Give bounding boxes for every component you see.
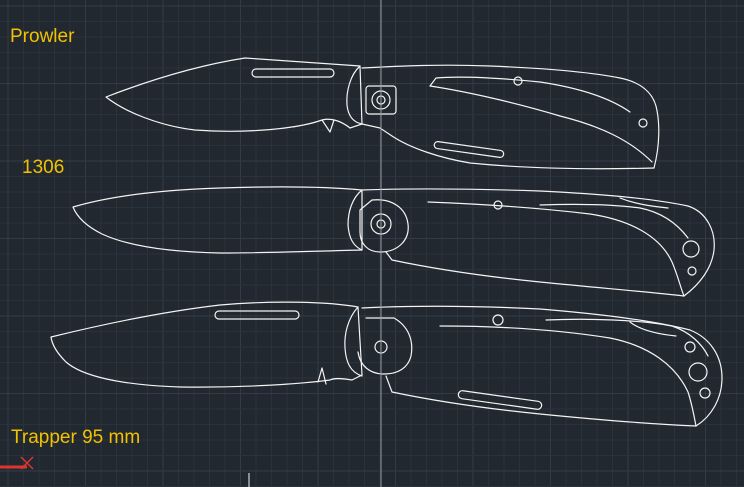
ucs-axis-icon <box>0 456 250 487</box>
knife-1306[interactable] <box>72 186 715 297</box>
trapper-handle-pin-3 <box>699 387 711 399</box>
trapper-handle-belly <box>385 375 697 427</box>
1306-handle-spine <box>361 188 715 297</box>
1306-back-spring <box>539 203 689 239</box>
trapper-lanyard-hole <box>688 362 708 382</box>
prowler-handle-pin-1 <box>513 76 523 86</box>
label-1306: 1306 <box>22 157 65 178</box>
trapper-handle-spine <box>361 305 723 427</box>
trapper-handle-slot <box>457 390 543 410</box>
1306-handle-pin-2 <box>687 266 697 276</box>
1306-handle-liner <box>427 201 685 297</box>
trapper-blade <box>50 301 363 388</box>
knife-prowler[interactable] <box>105 57 660 170</box>
1306-pivot-plate <box>359 199 409 253</box>
1306-handle-belly <box>385 251 685 297</box>
1306-blade <box>72 186 363 254</box>
prowler-bolster <box>346 65 363 125</box>
prowler-handle-spine <box>361 64 660 169</box>
1306-lanyard-hole <box>682 240 700 258</box>
prowler-thumb-slot <box>251 68 335 78</box>
prowler-handle-belly <box>361 123 655 170</box>
trapper-bolster <box>344 306 363 377</box>
trapper-pivot-plate <box>357 317 413 375</box>
prowler-handle-liner <box>429 85 653 163</box>
trapper-thumb-slot <box>214 310 300 320</box>
label-trapper: Trapper 95 mm <box>11 427 141 448</box>
prowler-handle-slot <box>433 141 505 158</box>
knife-trapper[interactable] <box>50 301 723 427</box>
1306-thumb-recess <box>619 197 669 209</box>
trapper-choil <box>317 367 327 385</box>
1306-handle-pin-1 <box>493 200 503 210</box>
trapper-handle-pin-1 <box>492 314 504 326</box>
prowler-back-spring <box>429 76 631 113</box>
trapper-handle-liner <box>439 325 697 427</box>
1306-bolster <box>347 189 363 251</box>
trapper-thumb-recess <box>629 321 677 337</box>
trapper-handle-pin-2 <box>684 341 696 353</box>
prowler-handle-pin-2 <box>638 118 648 128</box>
label-prowler: Prowler <box>10 26 75 47</box>
trapper-back-spring <box>545 318 709 357</box>
prowler-choil <box>321 119 335 133</box>
